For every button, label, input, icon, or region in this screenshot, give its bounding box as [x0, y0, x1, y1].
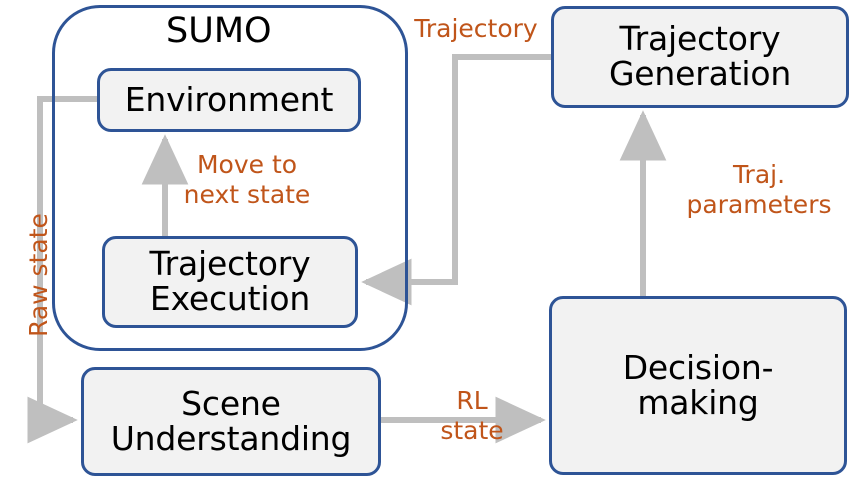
sumo-container-title: SUMO: [166, 11, 272, 51]
node-scene-understanding[interactable]: Scene Understanding: [81, 367, 381, 476]
edge-label-rl-state: RL state: [440, 386, 504, 445]
edge-label-traj-parameters: Traj. parameters: [686, 160, 832, 219]
edge-label-move-to-next-state: Move to next state: [183, 150, 311, 209]
sumo-container: [52, 5, 408, 351]
node-decision-making[interactable]: Decision- making: [549, 296, 847, 475]
edge-label-trajectory: Trajectory: [414, 14, 538, 43]
edge-label-raw-state: Raw state: [24, 213, 53, 337]
node-trajectory-generation[interactable]: Trajectory Generation: [551, 6, 849, 108]
node-trajectory-execution[interactable]: Trajectory Execution: [102, 236, 358, 328]
node-environment[interactable]: Environment: [97, 68, 361, 132]
